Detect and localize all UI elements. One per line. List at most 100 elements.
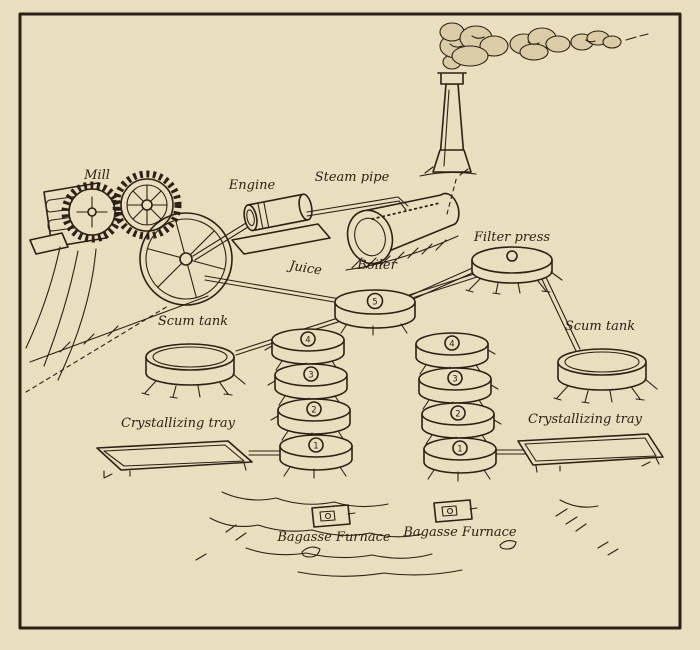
tank-legs xyxy=(340,323,408,336)
frame-border xyxy=(18,12,682,630)
flywheel-outer-rim xyxy=(139,212,233,306)
tank-number-badge xyxy=(366,292,384,310)
engine-label: Engine xyxy=(228,178,276,193)
ground-squiggle xyxy=(221,491,389,508)
flywheel-spokes xyxy=(146,219,226,299)
scum-tank-right-label: Scum tank xyxy=(565,319,635,334)
piston-rod xyxy=(192,222,249,261)
crystallizing-tray-right: Crystallizing tray xyxy=(517,412,664,473)
gear-hub xyxy=(87,207,97,217)
tank-number-badge xyxy=(306,401,322,417)
boiler-shell xyxy=(362,192,460,252)
tank-number: 4 xyxy=(305,335,310,345)
juice-pipe xyxy=(204,275,353,306)
tank-rim xyxy=(145,343,235,371)
tank-number-badge xyxy=(300,331,316,347)
cylinder-gland xyxy=(246,209,255,227)
smoke-scribbles xyxy=(449,33,649,48)
engine-base xyxy=(231,223,331,255)
tank-number-badge xyxy=(450,405,466,421)
flywheel-hub xyxy=(179,252,193,266)
steam-pipe: Steam pipe xyxy=(306,170,409,217)
bagasse-furnace-left xyxy=(311,504,356,528)
boiler-front-end xyxy=(346,209,394,265)
scum-tank-left-label: Scum tank xyxy=(158,314,228,329)
tray-inner-rim xyxy=(103,444,245,467)
boiler: Boiler xyxy=(345,192,460,273)
filter-press-label: Filter press xyxy=(473,230,551,245)
tank-number: 1 xyxy=(457,444,462,454)
crystallizing-tray-left: Crystallizing tray xyxy=(96,416,253,478)
boiler-label: Boiler xyxy=(356,258,397,273)
chimney-shading xyxy=(443,89,450,167)
mill-label: Mill xyxy=(83,168,110,183)
tank-number-badge xyxy=(444,335,460,351)
tank-legs xyxy=(553,378,658,404)
chimney-cap xyxy=(437,72,467,85)
boiler-flue-opening xyxy=(354,217,386,257)
tank-number: 3 xyxy=(452,374,457,384)
furnace-port xyxy=(446,507,454,515)
left-tank-2: 2 xyxy=(270,398,351,443)
furnace-door-and-stub xyxy=(441,505,478,517)
tank-legs xyxy=(427,469,491,482)
tank-number: 4 xyxy=(449,339,454,349)
cane-carrier-lines xyxy=(25,246,97,381)
crystallizing-tray-right-label: Crystallizing tray xyxy=(528,412,643,427)
smoke-puff xyxy=(479,35,509,57)
tank-legs xyxy=(141,373,246,399)
scum-tank-right xyxy=(553,348,658,404)
tank-number-badge xyxy=(303,366,319,382)
gear-hub xyxy=(141,199,153,211)
right-tank-1: 1 xyxy=(423,437,497,482)
ground-line-hatched xyxy=(29,295,209,363)
steam-pipe-label: Steam pipe xyxy=(315,170,390,185)
tank-number-badge xyxy=(447,370,463,386)
bagasse-furnace-right-label: Bagasse Furnace xyxy=(402,525,517,540)
tray-inner-rim xyxy=(524,437,657,462)
pipe-press-to-right-scum-tank xyxy=(538,270,581,352)
gear-teeth xyxy=(61,181,123,243)
smoke-puff xyxy=(519,43,549,61)
tank-inner-rim xyxy=(152,346,228,368)
smoke-puff xyxy=(451,45,489,67)
furnace-port xyxy=(324,512,332,520)
ground-squiggle xyxy=(559,499,599,508)
press-legs xyxy=(465,271,563,295)
furnace-door-and-stub xyxy=(319,510,356,522)
tray-legs xyxy=(103,462,247,478)
chimney-pedestal xyxy=(432,149,472,173)
mill-chute xyxy=(29,232,69,255)
smoke-puff xyxy=(545,35,571,53)
ground-texture xyxy=(103,461,651,577)
tank-inner-rim xyxy=(564,351,640,373)
gear-teeth xyxy=(112,170,182,240)
steam-pipe-lines xyxy=(306,196,409,217)
left-tank-1: 1 xyxy=(279,434,353,479)
mill: Mill xyxy=(25,168,233,393)
engine: Engine xyxy=(192,178,331,261)
mill-gear-large xyxy=(112,170,182,240)
boiler-rivet-line xyxy=(371,202,441,220)
evaporator-tank-center: 5 xyxy=(334,289,416,336)
tank-number: 2 xyxy=(311,405,316,415)
cylinder-flanges xyxy=(257,201,270,230)
flywheel xyxy=(139,212,233,306)
ground-squiggle xyxy=(209,517,423,538)
tank-number-badge xyxy=(452,440,468,456)
tank-rim xyxy=(557,348,647,376)
bagasse-furnace-right xyxy=(433,499,478,523)
boiler-mound-hatching xyxy=(345,235,459,271)
right-tank-2: 2 xyxy=(421,402,502,447)
smoke-puff xyxy=(602,35,622,49)
ground-squiggle xyxy=(245,547,433,559)
tank-number: 5 xyxy=(372,297,377,307)
engine-cylinder xyxy=(243,193,313,232)
crystallizing-tray-left-label: Crystallizing tray xyxy=(121,416,236,431)
flywheel-inner-rim xyxy=(145,218,227,300)
tank-legs xyxy=(283,466,347,479)
press-dome xyxy=(506,250,518,262)
smoke-plume xyxy=(439,22,649,70)
